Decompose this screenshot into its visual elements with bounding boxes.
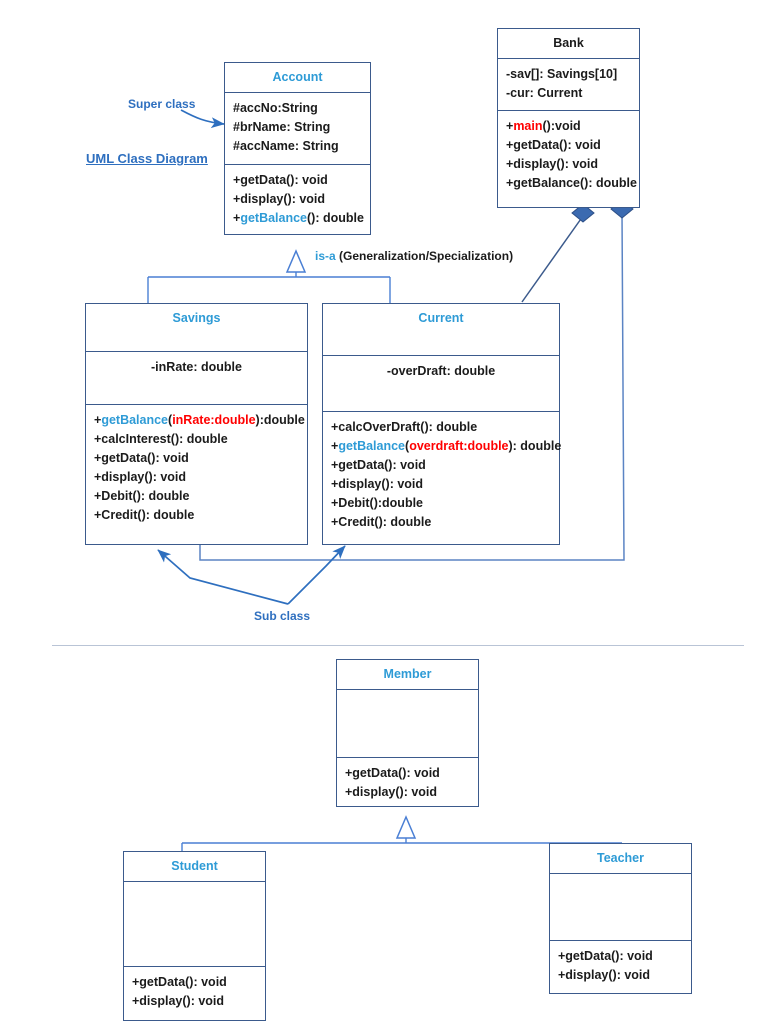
operation-row: +getData(): void [345,766,440,780]
operation-suffix: ):double [255,413,305,427]
operation-highlight: getBalance [338,439,406,453]
sub-class-arrows [157,545,346,605]
operation-highlight: getBalance [101,413,169,427]
class-operations-student: +getData(): void +display(): void [124,967,265,1015]
operation-row: +display(): void [506,157,599,171]
attribute-row: -overDraft: double [386,364,496,378]
operation-highlight: getBalance [240,211,308,225]
annotation-super-class: Super class [128,97,196,111]
operation-suffix: ): double [508,439,562,453]
attribute-row: #accName: String [233,139,339,153]
operation-prefix: + [94,413,102,427]
operation-row: +Credit(): double [94,508,195,522]
operation-row: +Debit(): double [94,489,190,503]
class-name-savings: Savings [86,304,307,352]
class-operations-current: +calcOverDraft(): double +getBalance(ove… [323,412,561,536]
operation-param: inRate:double [172,413,256,427]
operation-prefix: + [506,119,514,133]
class-box-student[interactable]: Student +getData(): void +display(): voi… [123,851,266,1021]
operation-row: +getData(): void [331,458,426,472]
operation-mid: ( [405,439,410,453]
operation-param: overdraft:double [409,439,509,453]
class-attributes-bank: -sav[]: Savings[10] -cur: Current [498,59,639,111]
attribute-row: #brName: String [233,120,331,134]
operation-mid: ( [168,413,173,427]
class-attributes-member [337,690,478,758]
operation-highlight: main [513,119,543,133]
operation-row: +getBalance(): double [233,209,364,228]
annotation-is-a: is-a (Generalization/Specialization) [315,249,513,263]
class-box-savings[interactable]: Savings -inRate: double +getBalance(inRa… [85,303,308,545]
class-box-account[interactable]: Account #accNo:String #brName: String #a… [224,62,371,235]
class-attributes-student [124,882,265,967]
operation-row: +display(): void [331,477,424,491]
operation-row: +Debit():double [331,496,424,510]
class-attributes-teacher [550,874,691,941]
annotation-is-a-label: is-a [315,249,336,263]
section-divider [52,645,744,646]
operation-row: +getData(): void [132,975,227,989]
annotation-sub-class: Sub class [254,609,311,623]
class-operations-account: +getData(): void +display(): void +getBa… [225,165,370,232]
class-operations-member: +getData(): void +display(): void [337,758,478,806]
class-name-account: Account [225,63,370,93]
operation-row: +getData(): void [506,138,601,152]
class-name-teacher: Teacher [550,844,691,874]
class-attributes-current: -overDraft: double [323,356,559,412]
class-box-bank[interactable]: Bank -sav[]: Savings[10] -cur: Current +… [497,28,640,208]
operation-row: +Credit(): double [331,515,432,529]
operation-row: +display(): void [94,470,187,484]
operation-row: +getBalance(): double [506,176,637,190]
class-name-student: Student [124,852,265,882]
operation-prefix: + [331,439,339,453]
attribute-row: -sav[]: Savings[10] [506,67,618,81]
operation-row: +calcOverDraft(): double [331,420,478,434]
annotation-is-a-detail: (Generalization/Specialization) [339,249,514,263]
operation-row: +display(): void [132,994,225,1008]
attribute-row: -inRate: double [151,360,242,374]
super-class-arrow [180,109,225,129]
operation-prefix: + [233,211,241,225]
class-box-teacher[interactable]: Teacher +getData(): void +display(): voi… [549,843,692,994]
operation-row: +getData(): void [558,949,653,963]
operation-row: +getBalance(inRate:double):double [94,411,305,430]
class-box-member[interactable]: Member +getData(): void +display(): void [336,659,479,807]
operation-suffix: (): double [307,211,364,225]
class-operations-teacher: +getData(): void +display(): void [550,941,691,989]
class-attributes-account: #accNo:String #brName: String #accName: … [225,93,370,165]
operation-row: +display(): void [233,192,326,206]
operation-suffix: ():void [542,119,581,133]
attribute-row: #accNo:String [233,101,318,115]
class-box-current[interactable]: Current -overDraft: double +calcOverDraf… [322,303,561,545]
operation-row: +display(): void [558,968,651,982]
class-name-member: Member [337,660,478,691]
operation-row: +calcInterest(): double [94,432,228,446]
operation-row: +getData(): void [233,173,328,187]
class-attributes-savings: -inRate: double [86,352,307,405]
operation-row: +getData(): void [94,451,189,465]
class-name-current: Current [323,304,559,356]
attribute-row: -cur: Current [506,86,583,100]
annotation-diagram-title: UML Class Diagram [86,151,208,166]
class-name-bank: Bank [498,29,639,59]
operation-row: +display(): void [345,785,438,799]
operation-row: +main():void [506,117,631,136]
operation-row: +getBalance(overdraft:double): double [331,437,561,456]
class-operations-savings: +getBalance(inRate:double):double +calcI… [86,405,307,529]
class-operations-bank: +main():void +getData(): void +display()… [498,111,639,197]
composition-bank-current [521,203,595,303]
